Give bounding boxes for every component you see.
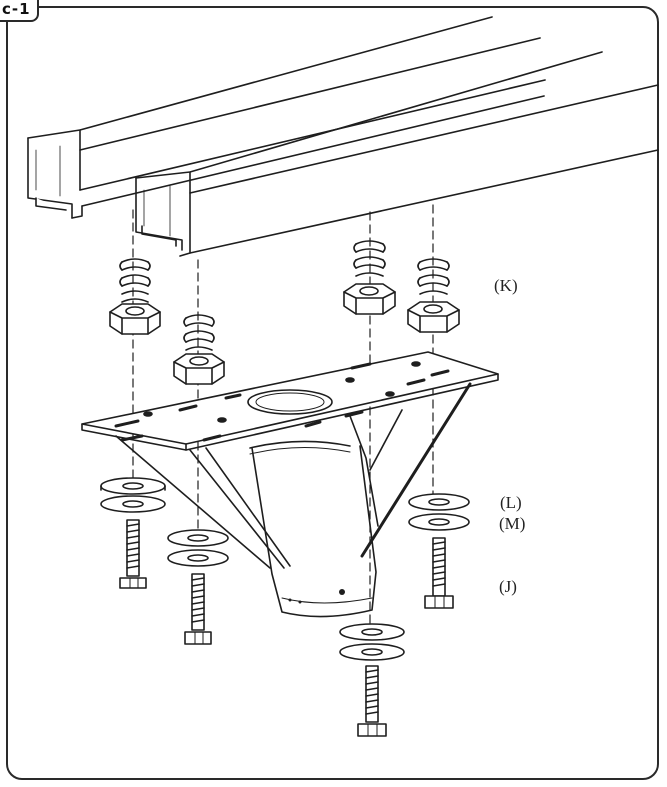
bolt-4 — [424, 537, 454, 609]
spring-nut-4 — [407, 258, 460, 333]
label-lock-washer-m: (M) — [499, 514, 526, 533]
spring-nut-1 — [109, 258, 161, 335]
bolt-1 — [119, 519, 147, 589]
label-springs-k: (K) — [494, 276, 518, 295]
washer-set-4 — [408, 493, 470, 531]
washer-set-2 — [167, 529, 229, 567]
label-adapter-j: (J) — [499, 577, 517, 596]
spring-nut-3 — [343, 240, 396, 315]
label-washer-l: (L) — [500, 493, 522, 512]
bolt-2 — [184, 573, 212, 645]
strut-channel-rails — [27, 16, 659, 257]
bolt-3 — [357, 665, 387, 737]
ceiling-adapter — [81, 351, 499, 618]
spring-nut-2 — [173, 314, 225, 385]
figure-tag: c-1 — [0, 0, 39, 22]
washer-set-3 — [339, 623, 405, 661]
washer-set-1 — [100, 477, 166, 513]
